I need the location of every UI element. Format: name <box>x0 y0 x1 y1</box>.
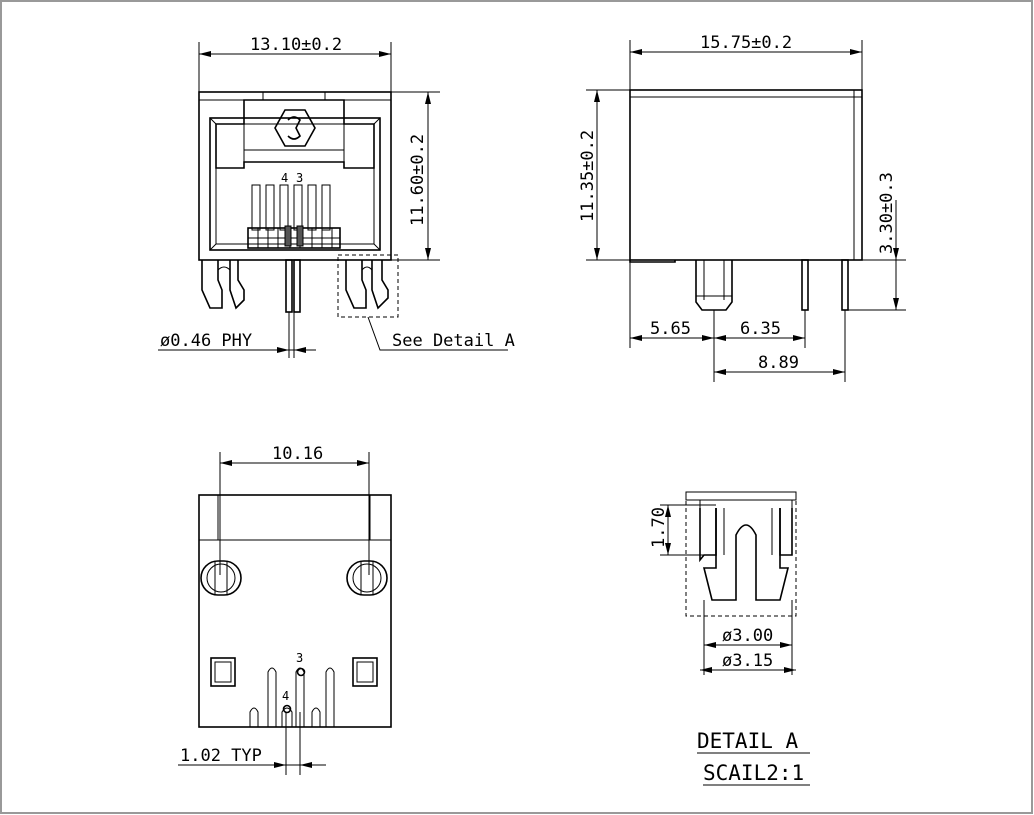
logo-hexagon-icon <box>274 109 316 147</box>
front-height-label: 11.60±0.2 <box>408 134 428 226</box>
pin-length-label: 3.30±0.3 <box>877 172 897 254</box>
see-detail-label: See Detail A <box>392 331 515 351</box>
front-pin-label-4: 4 <box>281 171 288 185</box>
pin-pitch-label: 1.02 TYP <box>180 746 262 766</box>
bottom-view: 3 4 10.16 1.02 TYP <box>178 444 392 775</box>
front-width-label: 13.10±0.2 <box>250 35 342 55</box>
dim-635-label: 6.35 <box>740 319 781 339</box>
dim-889-label: 8.89 <box>758 353 799 373</box>
pin-diameter-label: ø0.46 PHY <box>160 331 252 351</box>
bottom-pin-label-4: 4 <box>282 689 289 703</box>
front-pin-label-3: 3 <box>296 171 303 185</box>
front-view: 4 3 <box>158 35 515 358</box>
detail-title: DETAIL A <box>697 729 799 753</box>
side-view: 15.75±0.2 11.35±0.2 3.30±0.3 5.65 6.35 8… <box>578 33 906 382</box>
detail-a-view: 1.70 ø3.00 ø3.15 DETAIL A SCAIL2:1 <box>649 491 810 786</box>
detail-d300-label: ø3.00 <box>722 626 773 646</box>
detail-height-label: 1.70 <box>649 507 669 548</box>
dim-565-label: 5.65 <box>650 319 691 339</box>
detail-scale: SCAIL2:1 <box>703 761 804 785</box>
detail-d315-label: ø3.15 <box>722 651 773 671</box>
side-height-label: 11.35±0.2 <box>578 130 598 222</box>
bottom-pin-label-3: 3 <box>296 651 303 665</box>
side-width-label: 15.75±0.2 <box>700 33 792 53</box>
bottom-span-label: 10.16 <box>272 444 323 464</box>
